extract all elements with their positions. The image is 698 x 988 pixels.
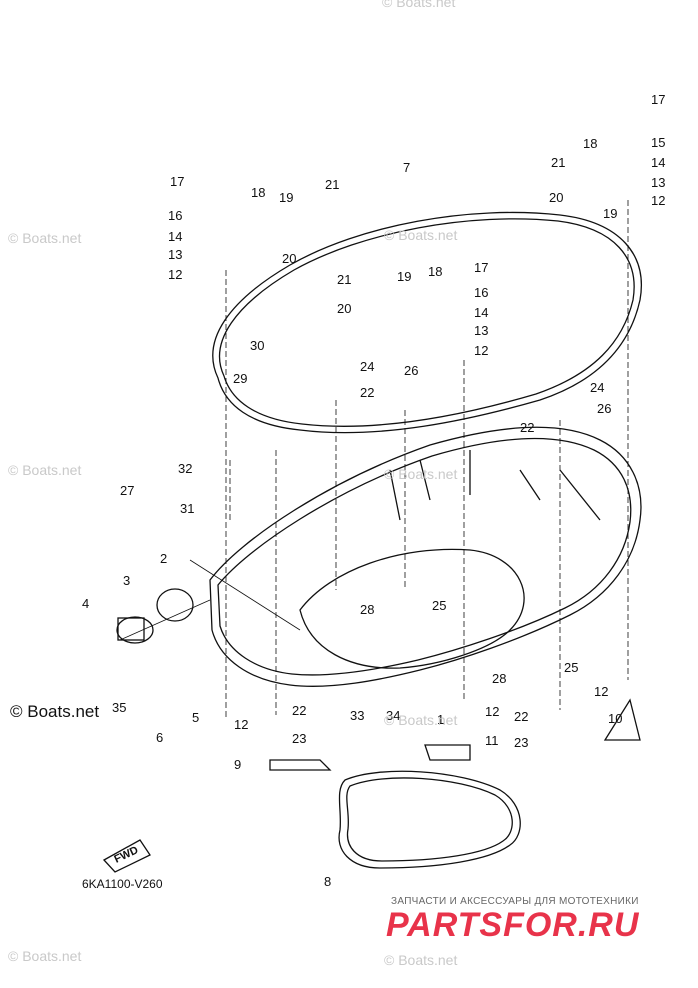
callout-20c: 20 bbox=[337, 301, 351, 316]
callout-2: 2 bbox=[160, 551, 167, 566]
watermark: © Boats.net bbox=[384, 952, 458, 968]
watermark: © Boats.net bbox=[10, 702, 100, 721]
callout-22c: 22 bbox=[292, 703, 306, 718]
callout-25b: 25 bbox=[564, 660, 578, 675]
callout-16b: 16 bbox=[474, 285, 488, 300]
callout-7: 7 bbox=[403, 160, 410, 175]
callout-17b: 17 bbox=[651, 92, 665, 107]
callout-14: 14 bbox=[168, 229, 182, 244]
callout-21: 21 bbox=[325, 177, 339, 192]
callout-5: 5 bbox=[192, 710, 199, 725]
callout-10: 10 bbox=[608, 711, 622, 726]
callout-34: 34 bbox=[386, 708, 400, 723]
callout-29: 29 bbox=[233, 371, 247, 386]
watermark: © Boats.net bbox=[384, 227, 458, 243]
callout-17c: 17 bbox=[474, 260, 488, 275]
callout-18c: 18 bbox=[428, 264, 442, 279]
callout-19c: 19 bbox=[397, 269, 411, 284]
callout-22d: 22 bbox=[514, 709, 528, 724]
callout-25: 25 bbox=[432, 598, 446, 613]
callout-4: 4 bbox=[82, 596, 89, 611]
callout-26: 26 bbox=[404, 363, 418, 378]
watermark: © Boats.net bbox=[382, 0, 456, 10]
callout-12d: 12 bbox=[234, 717, 248, 732]
callout-11: 11 bbox=[485, 733, 499, 748]
callout-24: 24 bbox=[360, 359, 374, 374]
callout-21c: 21 bbox=[337, 272, 351, 287]
watermark: © Boats.net bbox=[8, 462, 82, 478]
callout-20: 20 bbox=[282, 251, 296, 266]
callout-1: 1 bbox=[437, 712, 444, 727]
callout-9: 9 bbox=[234, 757, 241, 772]
callout-12e: 12 bbox=[485, 704, 499, 719]
watermark: © Boats.net bbox=[384, 712, 458, 728]
callout-28b: 28 bbox=[492, 671, 506, 686]
callout-8: 8 bbox=[324, 874, 331, 889]
callout-18: 18 bbox=[251, 185, 265, 200]
callout-32: 32 bbox=[178, 461, 192, 476]
watermark: © Boats.net bbox=[8, 230, 82, 246]
callout-14b: 14 bbox=[651, 155, 665, 170]
callout-12f: 12 bbox=[594, 684, 608, 699]
top-seal-7 bbox=[212, 211, 642, 434]
callout-28: 28 bbox=[360, 602, 374, 617]
callout-12c: 12 bbox=[474, 343, 488, 358]
callout-15: 15 bbox=[651, 135, 665, 150]
callout-23b: 23 bbox=[514, 735, 528, 750]
callout-17: 17 bbox=[170, 174, 184, 189]
callout-18b: 18 bbox=[583, 136, 597, 151]
callout-33: 33 bbox=[350, 708, 364, 723]
callout-22: 22 bbox=[360, 385, 374, 400]
callout-21b: 21 bbox=[551, 155, 565, 170]
callout-30: 30 bbox=[250, 338, 264, 353]
callout-6: 6 bbox=[156, 730, 163, 745]
callout-14c: 14 bbox=[474, 305, 488, 320]
callout-19b: 19 bbox=[603, 206, 617, 221]
callout-19: 19 bbox=[279, 190, 293, 205]
callout-13c: 13 bbox=[474, 323, 488, 338]
callout-12b: 12 bbox=[651, 193, 665, 208]
brand-logo: PARTSFOR.RU bbox=[386, 906, 640, 944]
callout-12: 12 bbox=[168, 267, 182, 282]
callout-27: 27 bbox=[120, 483, 134, 498]
bottom-seal-8 bbox=[338, 770, 521, 869]
callout-31: 31 bbox=[180, 501, 194, 516]
callout-3: 3 bbox=[123, 573, 130, 588]
callout-35: 35 bbox=[112, 700, 126, 715]
callout-13b: 13 bbox=[651, 175, 665, 190]
watermark: © Boats.net bbox=[8, 948, 82, 964]
callout-26b: 26 bbox=[597, 401, 611, 416]
diagram-code: 6KA1100-V260 bbox=[82, 877, 163, 891]
callout-16: 16 bbox=[168, 208, 182, 223]
bottom-cowling bbox=[209, 426, 642, 687]
watermark: © Boats.net bbox=[384, 466, 458, 482]
callout-24b: 24 bbox=[590, 380, 604, 395]
callout-22b: 22 bbox=[520, 420, 534, 435]
callout-23: 23 bbox=[292, 731, 306, 746]
brand-tagline: ЗАПЧАСТИ И АКСЕССУАРЫ ДЛЯ МОТОТЕХНИКИ bbox=[391, 896, 639, 907]
callout-13: 13 bbox=[168, 247, 182, 262]
callout-20b: 20 bbox=[549, 190, 563, 205]
